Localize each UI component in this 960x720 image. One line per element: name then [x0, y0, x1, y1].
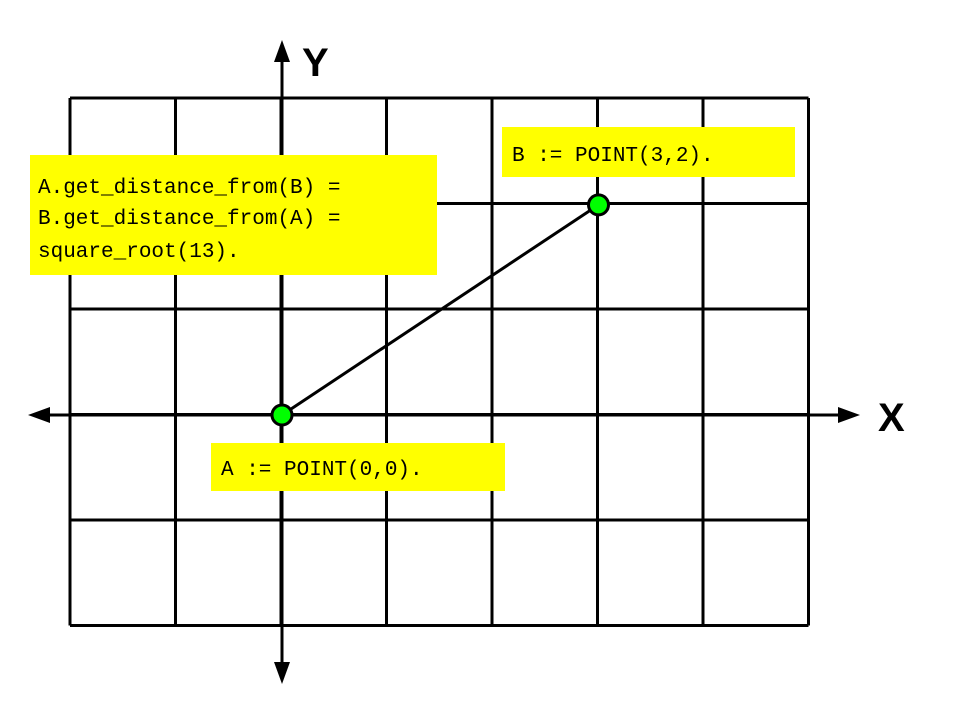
point-a-label: A := POINT(0,0).: [211, 443, 505, 491]
point-b-label-text: B := POINT(3,2).: [512, 145, 714, 168]
distance-note-line-3: square_root(13).: [38, 241, 240, 264]
distance-note-line-2: B.get_distance_from(A) =: [38, 208, 340, 231]
point-a-marker: [270, 403, 294, 427]
axes: X Y: [28, 40, 905, 684]
distance-note-line-1: A.get_distance_from(B) =: [38, 177, 340, 200]
point-b-marker: [587, 193, 610, 217]
y-axis-label: Y: [302, 41, 329, 85]
x-axis-arrow-left-icon: [28, 407, 50, 423]
distance-note-box: [30, 155, 437, 275]
point-a-label-text: A := POINT(0,0).: [221, 459, 423, 482]
x-axis-arrow-right-icon: [838, 407, 860, 423]
point-b-label: B := POINT(3,2).: [502, 127, 795, 177]
distance-note: A.get_distance_from(B) = B.get_distance_…: [30, 155, 437, 275]
point-a-label-box: [211, 443, 505, 491]
x-axis-label: X: [878, 396, 905, 440]
y-axis-arrow-up-icon: [274, 40, 290, 62]
point-b-label-box: [502, 127, 795, 177]
points: [270, 193, 610, 427]
segment-ab: [281, 203, 600, 417]
y-axis-arrow-down-icon: [274, 662, 290, 684]
